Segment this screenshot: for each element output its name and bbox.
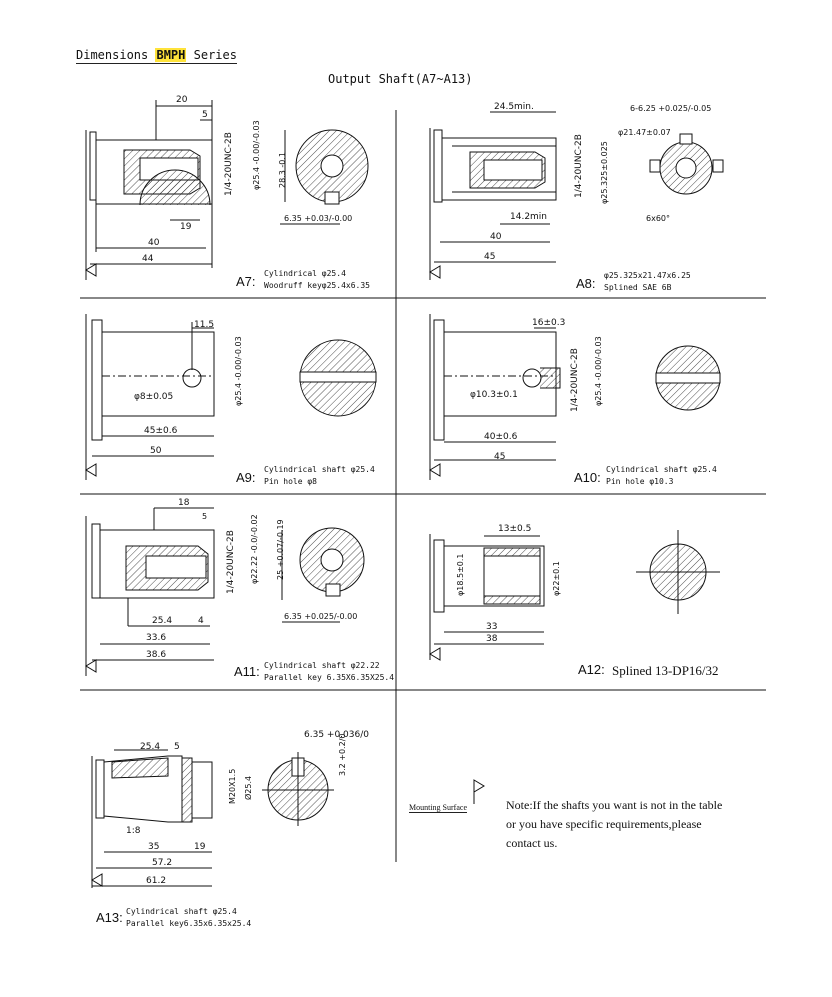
a9-dim-45: 45±0.6	[144, 426, 178, 436]
a10-code: A10:	[574, 470, 601, 485]
a12-diameter-1: φ18.5±0.1	[456, 553, 465, 596]
a7-thread: 1/4-20UNC-2B	[224, 132, 234, 196]
a11-dim-5: 5	[202, 512, 208, 521]
a7-code: A7:	[236, 274, 256, 289]
a10-dim-45: 45	[494, 452, 506, 462]
a8-dim-14-2: 14.2min	[510, 212, 548, 222]
a13-code: A13:	[96, 910, 123, 925]
mounting-surface-label: Mounting Surface	[409, 803, 467, 813]
a12-description: Splined 13-DP16/32	[612, 663, 719, 678]
a8-dim-24-5: 24.5min.	[494, 102, 534, 112]
a11-dim-18: 18	[178, 498, 190, 508]
a7-drawing	[85, 100, 369, 280]
a8-spline-width: 6-6.25 +0.025/-0.05	[630, 104, 712, 113]
a8-dim-40: 40	[490, 232, 502, 242]
a9-pin: φ8±0.05	[134, 392, 174, 402]
a10-pin: φ10.3±0.1	[470, 390, 518, 400]
a13-dim-5: 5	[174, 742, 180, 752]
a8-thread: 1/4-20UNC-2B	[574, 134, 584, 198]
a7-dim-19: 19	[180, 222, 192, 232]
a11-dim-25-4: 25.4	[152, 616, 173, 626]
a10-dim-40: 40±0.6	[484, 432, 518, 442]
a11-dim-33-6: 33.6	[146, 633, 167, 643]
a9-drawing	[85, 314, 377, 480]
a12-drawing	[429, 530, 720, 661]
a13-taper: 1:8	[126, 826, 141, 836]
a13-dim-25-4: 25.4	[140, 742, 161, 752]
a13-key: 6.35 +0.036/0	[304, 730, 369, 740]
a10-thread: 1/4-20UNC-2B	[570, 348, 580, 412]
a8-minor-diameter: φ21.47±0.07	[618, 128, 671, 137]
a8-dim-45: 45	[484, 252, 496, 262]
a10-diameter: φ25.4 -0.00/-0.03	[594, 336, 603, 406]
a11-diameter: φ22.22 -0.0/-0.02	[250, 514, 259, 584]
a7-dim-44: 44	[142, 254, 154, 264]
a12-code: A12:	[578, 662, 605, 677]
a12-diameter-2: φ22±0.1	[552, 561, 561, 596]
a7-dim-20: 20	[176, 95, 188, 105]
a11-thread: 1/4-20UNC-2B	[226, 530, 236, 594]
a13-thread: M20X1.5	[228, 768, 237, 804]
a7-diameter: φ25.4 -0.00/-0.03	[252, 120, 261, 190]
a13-key-depth: 3.2 +0.2/0	[338, 733, 347, 776]
a8-code: A8:	[576, 276, 596, 291]
a13-dim-61-2: 61.2	[146, 876, 167, 886]
series-highlight: BMPH	[155, 48, 187, 62]
a11-key: 6.35 +0.025/-0.00	[284, 612, 358, 621]
a7-key: 6.35 +0.03/-0.00	[284, 214, 353, 223]
a9-code: A9:	[236, 470, 256, 485]
a11-height: 25 +0.07/-0.19	[276, 519, 285, 580]
a12-dim-33: 33	[486, 622, 498, 632]
a11-dim-4: 4	[198, 616, 204, 626]
a13-dim-35: 35	[148, 842, 160, 852]
a9-dim-11-5: 11.5	[194, 320, 215, 330]
a9-diameter: φ25.4 -0.00/-0.03	[234, 336, 243, 406]
a11-drawing	[85, 507, 365, 676]
a11-code: A11:	[234, 664, 260, 679]
a8-drawing	[429, 111, 724, 280]
a7-dim-5: 5	[202, 110, 208, 120]
page-header: Dimensions BMPH Series	[76, 48, 237, 64]
a10-drawing	[429, 314, 721, 480]
a7-height: 28.3 -0.1	[278, 152, 287, 188]
a7-dim-40: 40	[148, 238, 160, 248]
a12-dim-38: 38	[486, 634, 498, 644]
section-title: Output Shaft(A7~A13)	[328, 72, 473, 86]
a8-angle: 6x60°	[646, 214, 671, 223]
a13-dim-57-2: 57.2	[152, 858, 173, 868]
a12-dim-13: 13±0.5	[498, 524, 532, 534]
a11-dim-38-6: 38.6	[146, 650, 167, 660]
a8-diameter: φ25.325±0.025	[600, 141, 609, 204]
a9-dim-50: 50	[150, 446, 162, 456]
a13-diameter: Ø25.4	[244, 775, 253, 800]
a13-dim-19: 19	[194, 842, 206, 852]
a10-dim-16: 16±0.3	[532, 318, 566, 328]
note: Note:If the shafts you want is not in th…	[506, 798, 723, 850]
a13-drawing	[91, 749, 334, 888]
